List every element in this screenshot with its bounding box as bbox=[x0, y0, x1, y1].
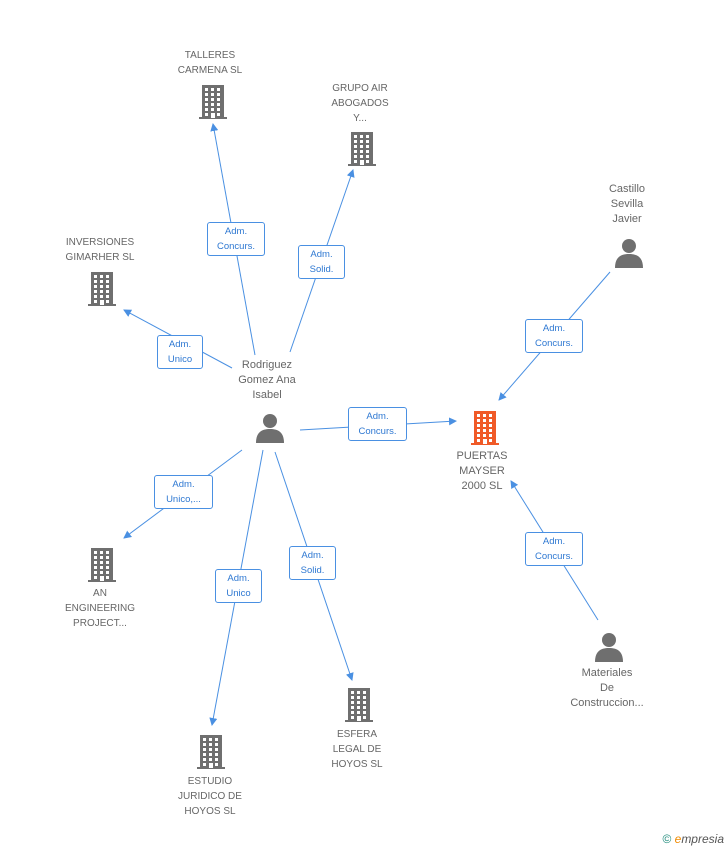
edge-label-castillo-to-puertas[interactable]: Adm. Concurs. bbox=[525, 319, 583, 353]
building-icon-grupo-air[interactable] bbox=[346, 131, 378, 172]
edge-label-to-an-engineering[interactable]: Adm. Unico,... bbox=[154, 475, 213, 509]
node-label-estudio[interactable]: ESTUDIO JURIDICO DE HOYOS SL bbox=[178, 776, 242, 817]
copyright-icon: © bbox=[662, 832, 672, 846]
building-icon-talleres[interactable] bbox=[197, 84, 229, 125]
node-label-inversiones[interactable]: INVERSIONES GIMARHER SL bbox=[65, 237, 135, 263]
building-icon-an-engineering[interactable] bbox=[86, 547, 118, 588]
brand-name: mpresia bbox=[681, 832, 724, 846]
node-label-grupo-air[interactable]: GRUPO AIR ABOGADOS Y... bbox=[331, 83, 389, 124]
building-icon-inversiones[interactable] bbox=[86, 271, 118, 312]
edge-label-to-grupo-air[interactable]: Adm. Solid. bbox=[298, 245, 345, 279]
edge-label-to-esfera[interactable]: Adm. Solid. bbox=[289, 546, 336, 580]
node-label-esfera[interactable]: ESFERA LEGAL DE HOYOS SL bbox=[331, 729, 383, 770]
node-label-puertas[interactable]: PUERTAS MAYSER 2000 SL bbox=[456, 450, 508, 492]
node-label-castillo[interactable]: Castillo Sevilla Javier bbox=[608, 183, 646, 225]
brand-initial: e bbox=[674, 832, 682, 846]
node-label-talleres[interactable]: TALLERES CARMENA SL bbox=[177, 50, 243, 76]
edge-label-to-estudio[interactable]: Adm. Unico bbox=[215, 569, 262, 603]
footer-brand[interactable]: © empresia bbox=[662, 832, 724, 846]
node-label-rodriguez[interactable]: Rodriguez Gomez Ana Isabel bbox=[238, 359, 296, 401]
building-icon-estudio[interactable] bbox=[195, 734, 227, 775]
building-icon-puertas[interactable] bbox=[469, 410, 501, 451]
node-label-an-engineering[interactable]: AN ENGINEERING PROJECT... bbox=[64, 588, 135, 629]
person-icon-castillo[interactable] bbox=[614, 238, 644, 273]
edge-label-to-puertas[interactable]: Adm. Concurs. bbox=[348, 407, 407, 441]
edge-label-materiales-to-puertas[interactable]: Adm. Concurs. bbox=[525, 532, 583, 566]
node-label-materiales[interactable]: Materiales De Construccion... bbox=[570, 667, 644, 709]
person-icon-rodriguez[interactable] bbox=[255, 413, 285, 448]
building-icon-esfera[interactable] bbox=[343, 687, 375, 728]
person-icon-materiales[interactable] bbox=[594, 632, 624, 667]
edge-label-to-inversiones[interactable]: Adm. Unico bbox=[157, 335, 203, 369]
edge-label-to-talleres[interactable]: Adm. Concurs. bbox=[207, 222, 265, 256]
